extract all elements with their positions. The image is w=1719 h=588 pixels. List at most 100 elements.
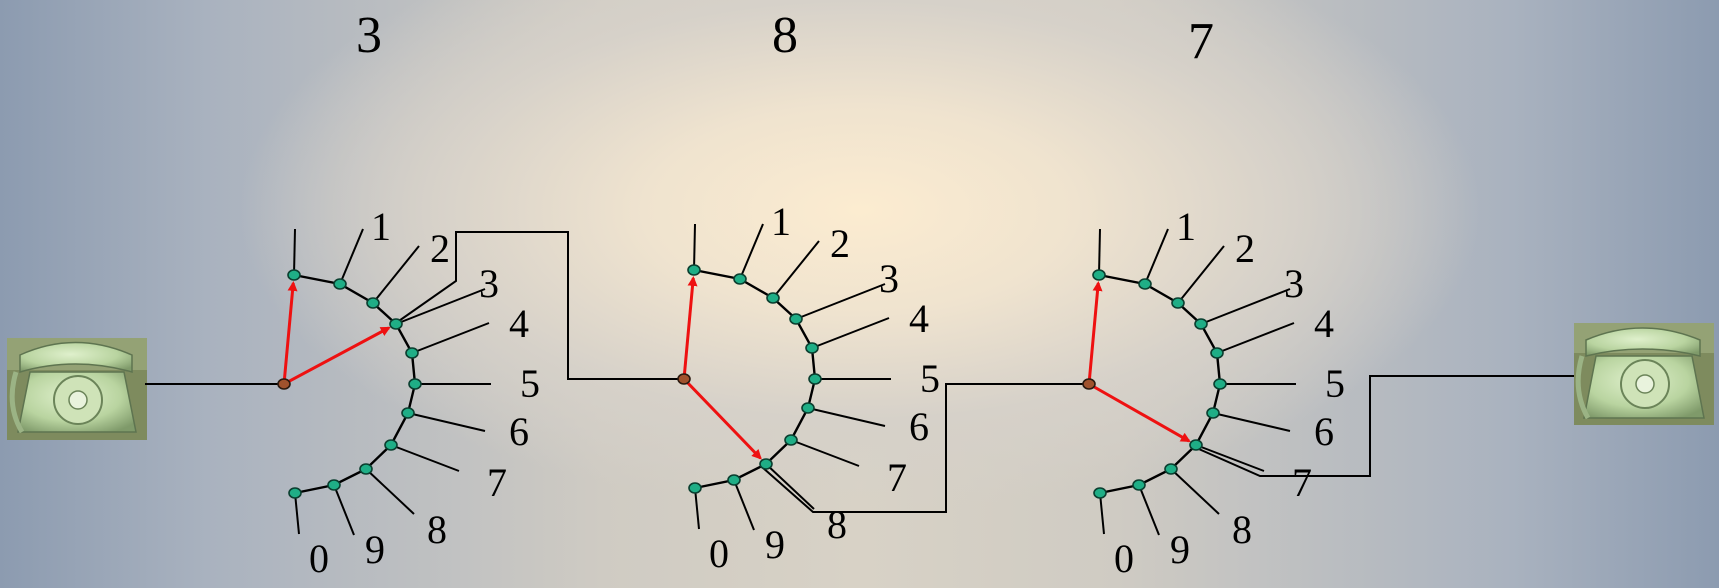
contact-label: 6 xyxy=(1314,409,1334,454)
bank-contact xyxy=(688,482,702,494)
bank-wire xyxy=(739,223,764,280)
dialed-digit-2: 8 xyxy=(772,7,798,64)
bank-wire xyxy=(733,479,755,531)
bank-contact xyxy=(288,487,302,499)
bank-contact xyxy=(1171,297,1185,309)
contact-label: 0 xyxy=(1114,536,1134,581)
bank-contact xyxy=(766,292,780,304)
dialed-digit-3: 7 xyxy=(1188,13,1214,70)
bank-contact xyxy=(389,318,403,330)
wiper-hub xyxy=(1082,378,1096,390)
contact-label: 0 xyxy=(309,536,329,581)
contact-label: 3 xyxy=(1284,261,1304,306)
bank-wire xyxy=(693,223,696,271)
bank-contact xyxy=(359,463,373,475)
contact-label: 3 xyxy=(879,256,899,301)
bank-wire xyxy=(790,439,860,467)
bank-contact xyxy=(687,264,701,276)
bank-wire xyxy=(811,317,890,349)
wiper-hub xyxy=(277,378,291,390)
bank-contact xyxy=(808,373,822,385)
bank-contact xyxy=(408,378,422,390)
bank-contact xyxy=(1132,479,1146,491)
bank-wire xyxy=(795,283,886,320)
bank-contact xyxy=(1093,487,1107,499)
contact-label: 5 xyxy=(1325,361,1345,406)
bank-wire xyxy=(807,407,886,427)
contact-label: 0 xyxy=(709,531,729,576)
contact-label: 9 xyxy=(365,527,385,572)
bank-wire xyxy=(1200,288,1291,325)
contact-label: 8 xyxy=(827,502,847,547)
contact-label: 2 xyxy=(1235,226,1255,271)
bank-contact xyxy=(287,269,301,281)
bank-contact xyxy=(327,479,341,491)
bank-contact xyxy=(759,458,773,470)
wiper-arrow xyxy=(283,326,391,386)
contact-label: 6 xyxy=(509,409,529,454)
bank-wire xyxy=(1098,228,1101,276)
bank-contact xyxy=(1138,278,1152,290)
contact-label: 8 xyxy=(427,507,447,552)
bank-wire xyxy=(293,228,296,276)
bank-contact xyxy=(733,273,747,285)
contact-label: 4 xyxy=(1314,301,1334,346)
selector-arc xyxy=(293,273,417,495)
bank-contact xyxy=(784,434,798,446)
contact-label: 7 xyxy=(887,455,907,500)
bank-contact xyxy=(1213,378,1227,390)
contact-label: 4 xyxy=(909,296,929,341)
bank-contact xyxy=(333,278,347,290)
wiper-arrow xyxy=(1088,382,1191,443)
contact-label: 2 xyxy=(830,221,850,266)
dialed-digit-1: 3 xyxy=(356,7,382,64)
bank-contact xyxy=(405,347,419,359)
contact-label: 6 xyxy=(909,404,929,449)
bank-wire xyxy=(1216,322,1295,354)
contact-label: 5 xyxy=(520,361,540,406)
wiper-arrow xyxy=(682,275,698,380)
wiper-arrow xyxy=(1087,280,1103,385)
bank-wire xyxy=(772,240,820,299)
bank-wire xyxy=(395,288,486,325)
contact-label: 1 xyxy=(1176,204,1196,249)
left-telephone-icon xyxy=(7,338,147,440)
bank-wire xyxy=(1212,412,1291,432)
selector-arc xyxy=(693,268,817,490)
bank-wire xyxy=(333,484,355,536)
bank-contact xyxy=(801,402,815,414)
bank-wire xyxy=(339,228,364,285)
contact-label: 4 xyxy=(509,301,529,346)
bank-contact xyxy=(1189,439,1203,451)
bank-contact xyxy=(1092,269,1106,281)
contact-label: 8 xyxy=(1232,507,1252,552)
bank-contact xyxy=(384,439,398,451)
contact-label: 1 xyxy=(771,199,791,244)
contact-label: 2 xyxy=(430,226,450,271)
right-telephone-icon xyxy=(1574,323,1714,425)
connection-wires xyxy=(145,231,1574,513)
bank-wire xyxy=(1170,468,1220,515)
bank-contact xyxy=(1194,318,1208,330)
bank-wire xyxy=(390,444,460,472)
bank-contact xyxy=(1164,463,1178,475)
bank-contact xyxy=(401,407,415,419)
bank-wire xyxy=(1195,444,1265,472)
bank-wire xyxy=(365,468,415,515)
bank-wire xyxy=(694,487,700,530)
bank-wire xyxy=(411,322,490,354)
bank-wire xyxy=(372,245,420,304)
contact-label: 9 xyxy=(765,522,785,567)
bank-wire xyxy=(407,412,486,432)
bank-wire xyxy=(1099,492,1105,535)
bank-contact xyxy=(789,313,803,325)
contact-label: 9 xyxy=(1170,527,1190,572)
bank-contact xyxy=(727,474,741,486)
bank-wire xyxy=(1144,228,1169,285)
bank-wire xyxy=(765,463,815,510)
wiper-arrow xyxy=(682,377,762,460)
